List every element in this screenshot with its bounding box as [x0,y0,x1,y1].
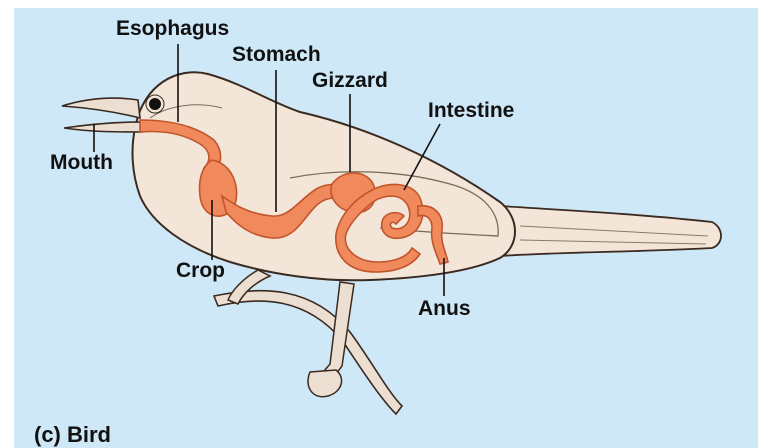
label-anus: Anus [418,298,471,319]
label-intestine: Intestine [428,100,514,121]
label-stomach: Stomach [232,44,321,65]
bird-eye [149,98,161,110]
label-gizzard: Gizzard [312,70,388,91]
perch-branch [214,291,402,414]
bird-beak-upper [62,98,140,118]
label-esophagus: Esophagus [116,18,229,39]
figure-caption: (c) Bird [34,424,111,446]
bird-foot [308,370,342,397]
label-crop: Crop [176,260,225,281]
bird-beak-lower [64,122,142,132]
label-mouth: Mouth [50,152,113,173]
